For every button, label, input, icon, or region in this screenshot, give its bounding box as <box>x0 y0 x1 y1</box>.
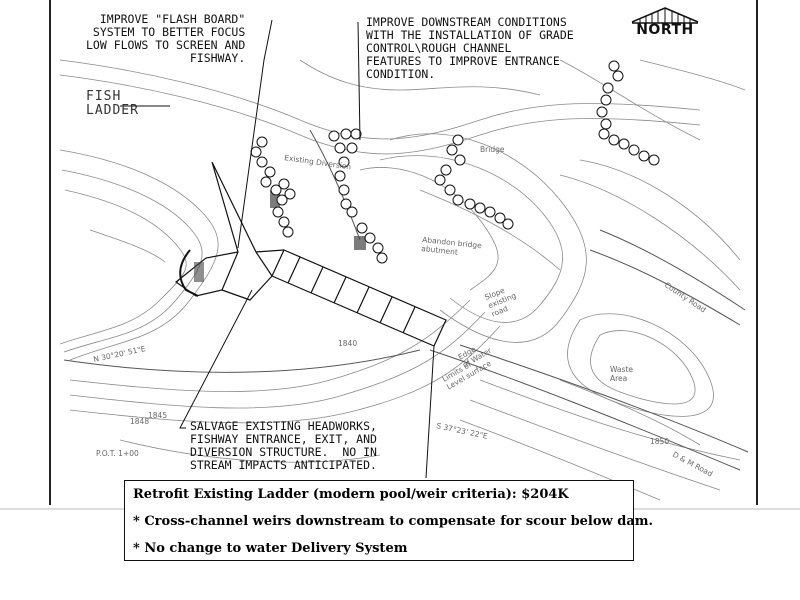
road-edges <box>63 129 749 471</box>
label-county-road: County Road <box>663 280 708 314</box>
weir-markers <box>250 60 660 264</box>
label-existing-diversion: Existing Diversion <box>284 153 352 171</box>
caption-box: Retrofit Existing Ladder (modern pool/we… <box>124 480 654 561</box>
label-slope-road: Slopeexistingroad <box>483 282 521 318</box>
label-elev-2: 1845 <box>148 411 167 420</box>
weir-group-upper-right <box>596 60 660 166</box>
weir-group-diversion <box>328 128 388 264</box>
note-flash-board: IMPROVE "FLASH BOARD" SYSTEM TO BETTER F… <box>86 12 246 65</box>
label-bearing-2: S 37°23' 22"E <box>436 421 489 441</box>
ladder-pools <box>271 249 447 347</box>
weir-group-bridge <box>434 134 514 230</box>
weir-group-headworks <box>250 136 296 238</box>
map-labels: Existing Diversion Bridge Abandon bridge… <box>93 145 715 479</box>
label-poc: P.O.T. 1+00 <box>96 449 139 458</box>
leader-caption <box>425 345 435 479</box>
leader-lines <box>120 19 435 479</box>
label-elev-4: 1848 <box>130 417 149 426</box>
hatched-blocks <box>194 190 366 282</box>
label-abandon-bridge: Abandon bridgeabutment <box>421 235 483 259</box>
caption-line-cost: Retrofit Existing Ladder (modern pool/we… <box>133 487 569 502</box>
note-salvage-headworks: SALVAGE EXISTING HEADWORKS, FISHWAY ENTR… <box>190 419 377 472</box>
leader-salvage <box>179 289 253 429</box>
caption-line-weirs: * Cross-channel weirs downstream to comp… <box>133 514 654 529</box>
label-bridge: Bridge <box>480 145 505 154</box>
note-downstream-conditions: IMPROVE DOWNSTREAM CONDITIONS WITH THE I… <box>366 15 574 81</box>
caption-line-delivery: * No change to water Delivery System <box>133 541 408 556</box>
fish-ladder-label: FISH LADDER <box>86 89 139 118</box>
leader-downstream <box>357 21 361 141</box>
label-elev-3: 1850 <box>650 437 669 446</box>
leader-flash-board <box>237 19 273 249</box>
north-logo-icon <box>631 7 699 24</box>
label-bearing-1: N 30°20' 51"E <box>93 344 147 364</box>
label-elev-1: 1840 <box>338 339 357 348</box>
label-dm-road: D & M Road <box>671 450 714 479</box>
contour-lines <box>59 59 746 501</box>
north-label: NORTH <box>636 22 694 38</box>
